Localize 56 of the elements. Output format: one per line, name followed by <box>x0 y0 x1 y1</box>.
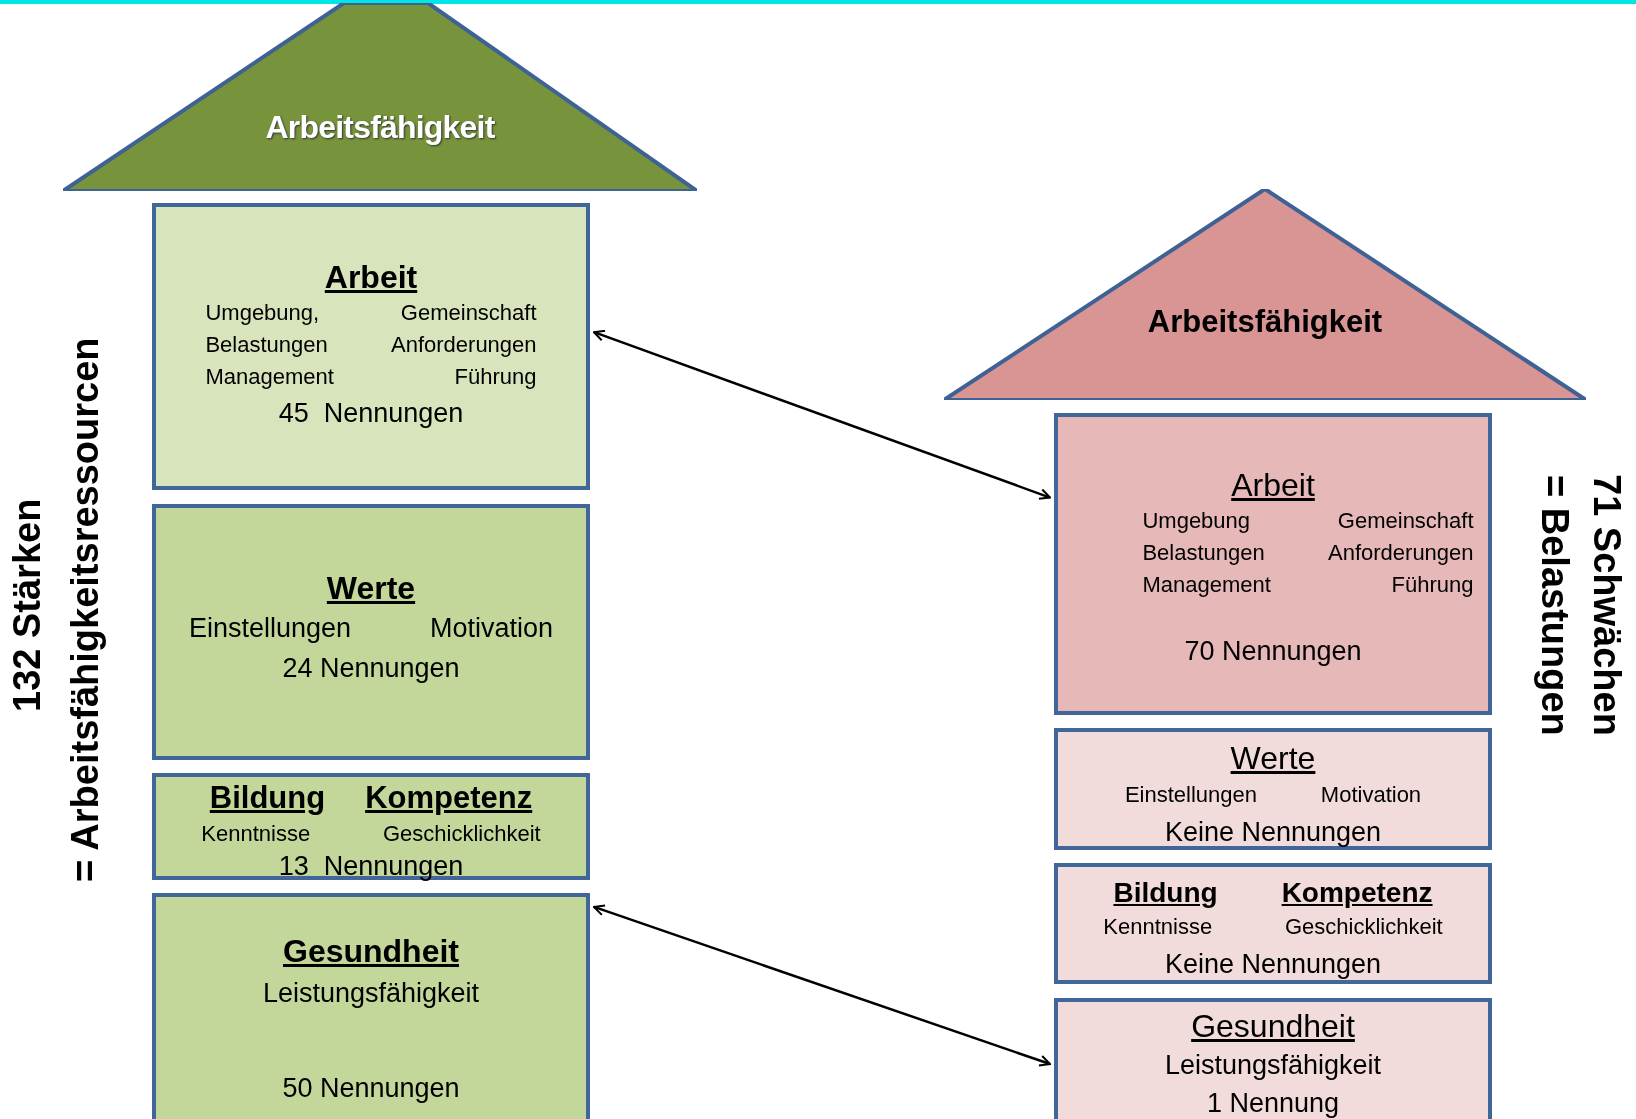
item-text: Einstellungen <box>1124 781 1257 809</box>
item-text: Belastungen <box>205 331 329 359</box>
category-heading: Kompetenz <box>365 779 533 817</box>
category-box <box>1054 413 1492 715</box>
item-text: Umgebung <box>1142 507 1252 535</box>
category-box <box>152 203 590 490</box>
item-text: Management <box>1142 571 1272 599</box>
item-text: Geschicklichkeit <box>1285 913 1443 941</box>
count-text: Keine Nennungen <box>1164 948 1382 981</box>
category-box <box>152 504 590 760</box>
item-text: Kenntnisse <box>1103 913 1214 941</box>
category-heading: Kompetenz <box>1281 876 1433 910</box>
count-text: 45 Nennungen <box>278 397 464 430</box>
item-text: Anforderungen <box>391 331 537 359</box>
category-box <box>1054 863 1492 984</box>
side-label: 132 Stärken <box>8 497 46 714</box>
category-heading: Arbeit <box>1231 466 1315 505</box>
count-text: 13 Nennungen <box>278 849 464 882</box>
roof-title: Arbeitsfähigkeit <box>265 108 495 147</box>
category-heading: Bildung <box>209 779 326 817</box>
category-heading: Werte <box>326 569 416 608</box>
item-text: Gemeinschaft <box>1336 507 1474 535</box>
category-box <box>152 893 590 1119</box>
count-text: Keine Nennungen <box>1164 816 1382 849</box>
item-text: Leistungsfähigkeit <box>262 977 480 1010</box>
category-box <box>1054 998 1492 1119</box>
item-text: Gemeinschaft <box>399 299 537 327</box>
category-heading: Gesundheit <box>283 932 459 971</box>
count-text: 70 Nennungen <box>1184 635 1362 668</box>
item-text: Leistungsfähigkeit <box>1164 1049 1382 1082</box>
category-heading: Gesundheit <box>1191 1007 1355 1046</box>
item-text: Motivation <box>1319 781 1422 809</box>
double-arrow <box>593 904 1051 1067</box>
category-heading: Werte <box>1230 739 1316 778</box>
side-label: 71 Schwächen <box>1588 473 1626 738</box>
category-heading: Bildung <box>1113 876 1218 910</box>
item-text: Kenntnisse <box>201 819 312 848</box>
item-text: Geschicklichkeit <box>383 819 541 848</box>
category-box <box>1054 728 1492 850</box>
item-text: Führung <box>453 363 537 391</box>
category-heading: Arbeit <box>324 258 418 297</box>
item-text: Führung <box>1390 571 1474 599</box>
side-label: = Arbeitsfähigkeitsressourcen <box>66 336 104 885</box>
count-text: 24 Nennungen <box>282 652 460 685</box>
category-box <box>152 773 590 880</box>
item-text: Anforderungen <box>1328 539 1474 567</box>
double-arrow <box>593 329 1051 500</box>
item-text: Management <box>205 363 335 391</box>
item-text: Belastungen <box>1142 539 1266 567</box>
item-text: Umgebung, <box>205 299 321 327</box>
item-text: Motivation <box>429 612 554 645</box>
item-text: Einstellungen <box>188 612 351 645</box>
roof-title: Arbeitsfähigkeit <box>1147 303 1383 341</box>
side-label: = Belastungen <box>1536 473 1574 738</box>
count-text: 1 Nennung <box>1206 1087 1340 1119</box>
count-text: 50 Nennungen <box>282 1072 460 1105</box>
